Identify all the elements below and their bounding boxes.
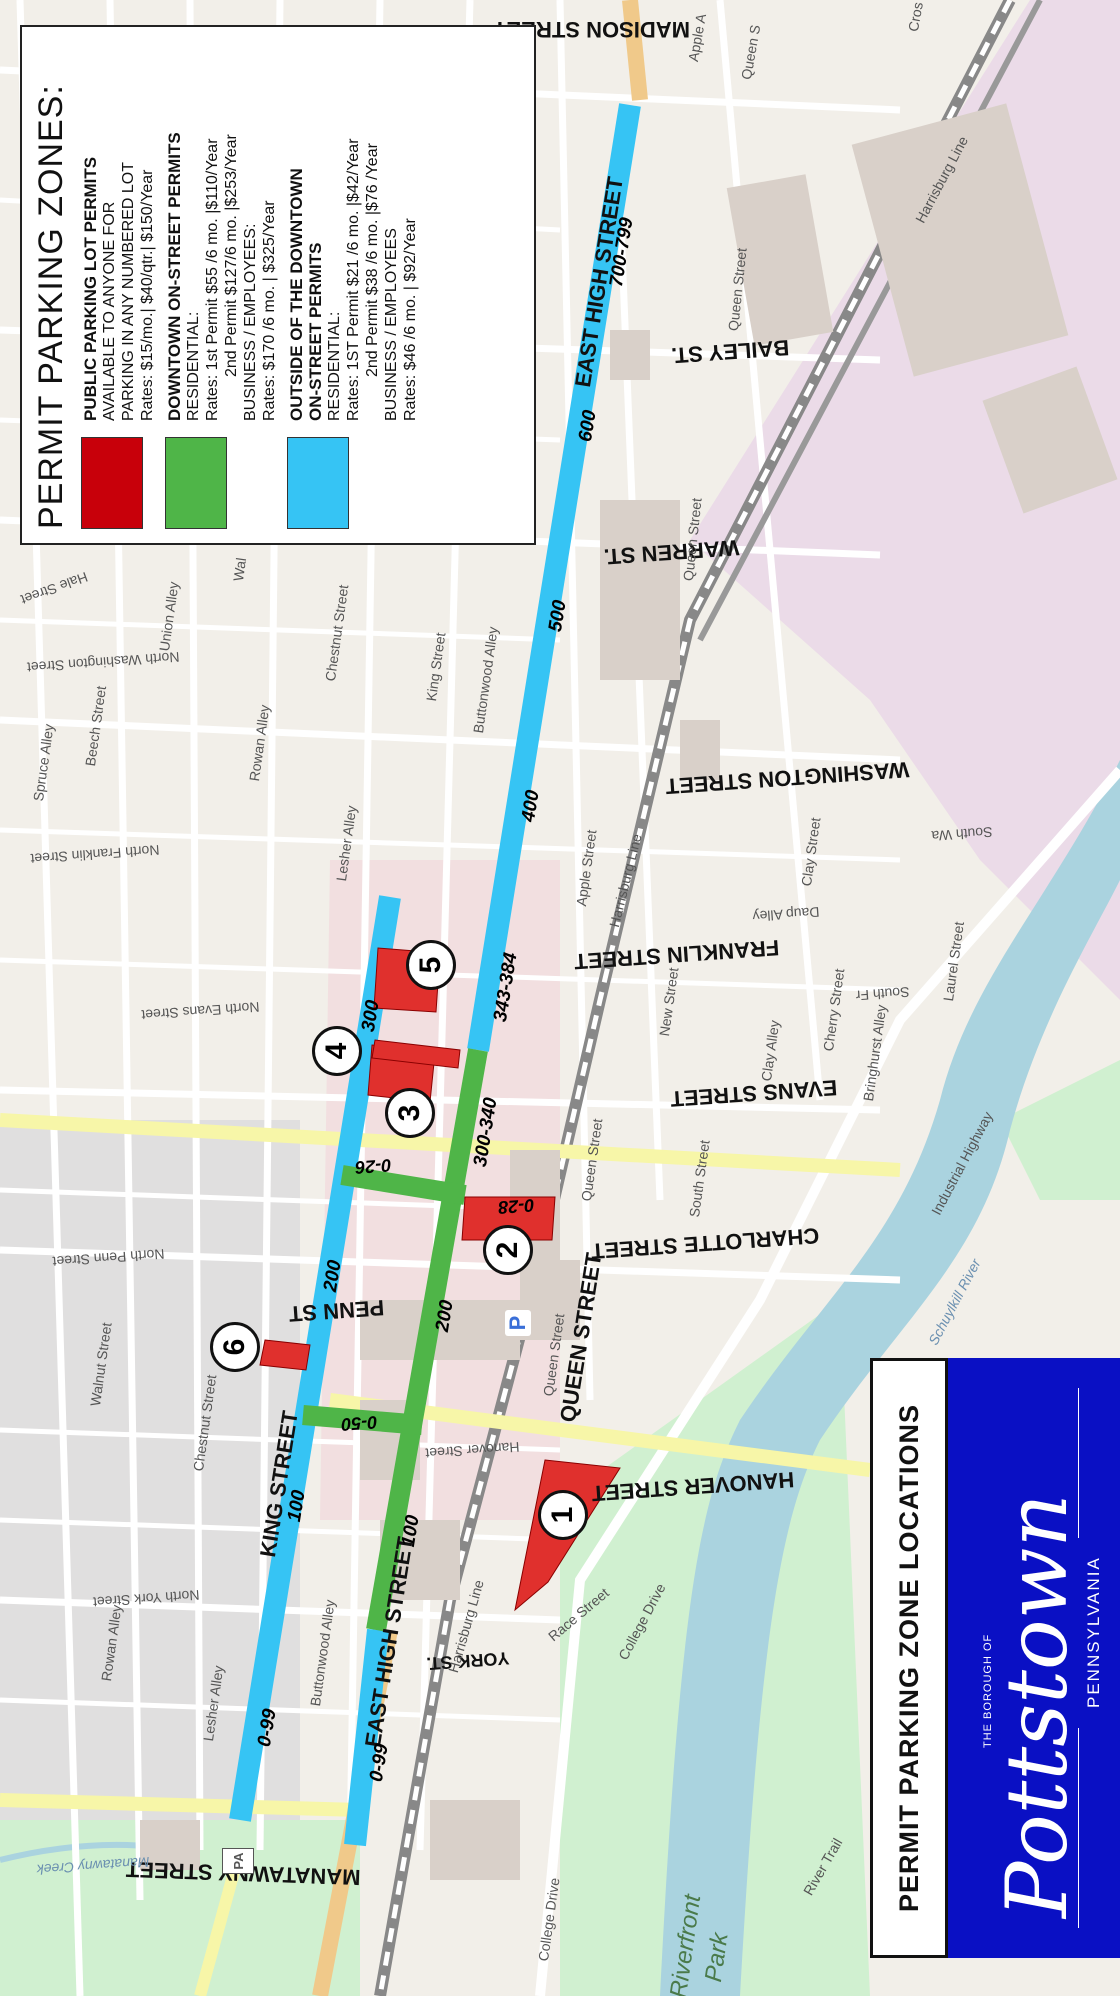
green-rate3: Rates: $170 /6 mo. | $325/Year xyxy=(261,200,278,421)
legend-title: PERMIT PARKING ZONES: xyxy=(32,84,70,529)
schuylkill-river xyxy=(660,760,1120,1996)
parking-p-icon: P xyxy=(505,1310,531,1336)
red-swatch xyxy=(81,437,143,529)
title-box: PERMIT PARKING ZONE LOCATIONS xyxy=(870,1358,948,1958)
lot-marker-5[interactable]: 5 xyxy=(406,940,456,990)
green-zones xyxy=(302,1048,488,1632)
king-street-highway xyxy=(0,1113,901,1177)
logo-state: PENNSYLVANIA xyxy=(1084,1556,1103,1708)
green-heading: DOWNTOWN ON-STREET PERMITS xyxy=(165,132,184,421)
green-swatch xyxy=(165,437,227,529)
red-line1: AVAILABLE TO ANYONE FOR xyxy=(101,201,118,421)
lot-number: 6 xyxy=(218,1338,251,1356)
college-drive xyxy=(535,766,1120,1996)
logo-container: THE BOROUGH OF Pottstown PENNSYLVANIA xyxy=(948,1358,1120,1958)
blue-zones xyxy=(229,103,641,1847)
logo-script: Pottstown xyxy=(988,1493,1086,1918)
pa-route-badge: PA xyxy=(222,1848,254,1874)
lot-number: 2 xyxy=(491,1241,524,1259)
legend-container: PERMIT PARKING ZONES: PUBLIC PARKING LOT… xyxy=(20,25,544,545)
red-rates: Rates: $15/mo.| $40/qtr.| $150/Year xyxy=(139,169,156,421)
range-0-50: 0-50 xyxy=(340,1412,378,1435)
legend-row-green: DOWNTOWN ON-STREET PERMITS RESIDENTIAL: … xyxy=(165,41,279,529)
green-residential: RESIDENTIAL: xyxy=(185,311,202,421)
blue-business: BUSINESS / EMPLOYEES xyxy=(383,228,400,421)
blue-heading1: OUTSIDE OF THE DOWNTOWN xyxy=(287,168,306,421)
legend: PERMIT PARKING ZONES: PUBLIC PARKING LOT… xyxy=(20,25,536,545)
legend-row-blue: OUTSIDE OF THE DOWNTOWN ON-STREET PERMIT… xyxy=(287,41,420,529)
lot-4-shape xyxy=(371,1039,461,1069)
lot-number: 5 xyxy=(414,956,447,974)
logo-divider-left xyxy=(1078,1728,1079,1928)
lot-marker-1[interactable]: 1 xyxy=(538,1490,588,1540)
lot-number: 4 xyxy=(320,1042,353,1060)
blue-rate1: Rates: 1ST Permit $21 /6 mo. |$42/Year xyxy=(345,138,362,421)
green-rate1: Rates: 1st Permit $55 /6 mo. |$110/Year xyxy=(204,138,221,421)
map-title: PERMIT PARKING ZONE LOCATIONS xyxy=(893,1404,924,1912)
lot-number: 1 xyxy=(546,1506,579,1524)
pottstown-logo: THE BOROUGH OF Pottstown PENNSYLVANIA xyxy=(948,1358,1120,1958)
east-high-orange xyxy=(622,0,648,101)
range-0-28: 0-28 xyxy=(497,1195,535,1218)
blue-swatch xyxy=(287,437,349,529)
residential-area-west xyxy=(0,1120,300,1820)
park-east xyxy=(1000,1060,1120,1200)
lot-number: 3 xyxy=(393,1104,426,1122)
red-line2: PARKING IN ANY NUMBERED LOT xyxy=(120,161,137,421)
red-heading: PUBLIC PARKING LOT PERMITS xyxy=(81,156,100,421)
lot-marker-6[interactable]: 6 xyxy=(210,1322,260,1372)
blue-rate3: Rates: $46 /6 mo. | $92/Year xyxy=(402,218,419,421)
manatawny-street-road xyxy=(0,1793,361,1817)
park-southwest xyxy=(0,1820,360,1996)
blue-residential: RESIDENTIAL: xyxy=(326,311,343,421)
logo-divider-right xyxy=(1078,1388,1079,1538)
title-container: PERMIT PARKING ZONE LOCATIONS xyxy=(870,1358,948,1958)
legend-row-red: PUBLIC PARKING LOT PERMITS AVAILABLE TO … xyxy=(81,41,157,529)
lot-marker-3[interactable]: 3 xyxy=(385,1088,435,1138)
street-label: Wal xyxy=(230,556,250,583)
lot-2-shape xyxy=(461,1196,556,1241)
green-business: BUSINESS / EMPLOYEES: xyxy=(242,223,259,421)
lot-marker-4[interactable]: 4 xyxy=(312,1026,362,1076)
lot-6-shape xyxy=(259,1339,311,1371)
range-0-26: 0-26 xyxy=(354,1155,392,1178)
blue-rate2: 2nd Permit $38 /6 mo. |$76 /Year xyxy=(364,143,381,377)
lot-marker-2[interactable]: 2 xyxy=(483,1225,533,1275)
green-rate2: 2nd Permit $127/6 mo. |$253/Year xyxy=(223,134,240,377)
blue-heading2: ON-STREET PERMITS xyxy=(306,242,325,421)
